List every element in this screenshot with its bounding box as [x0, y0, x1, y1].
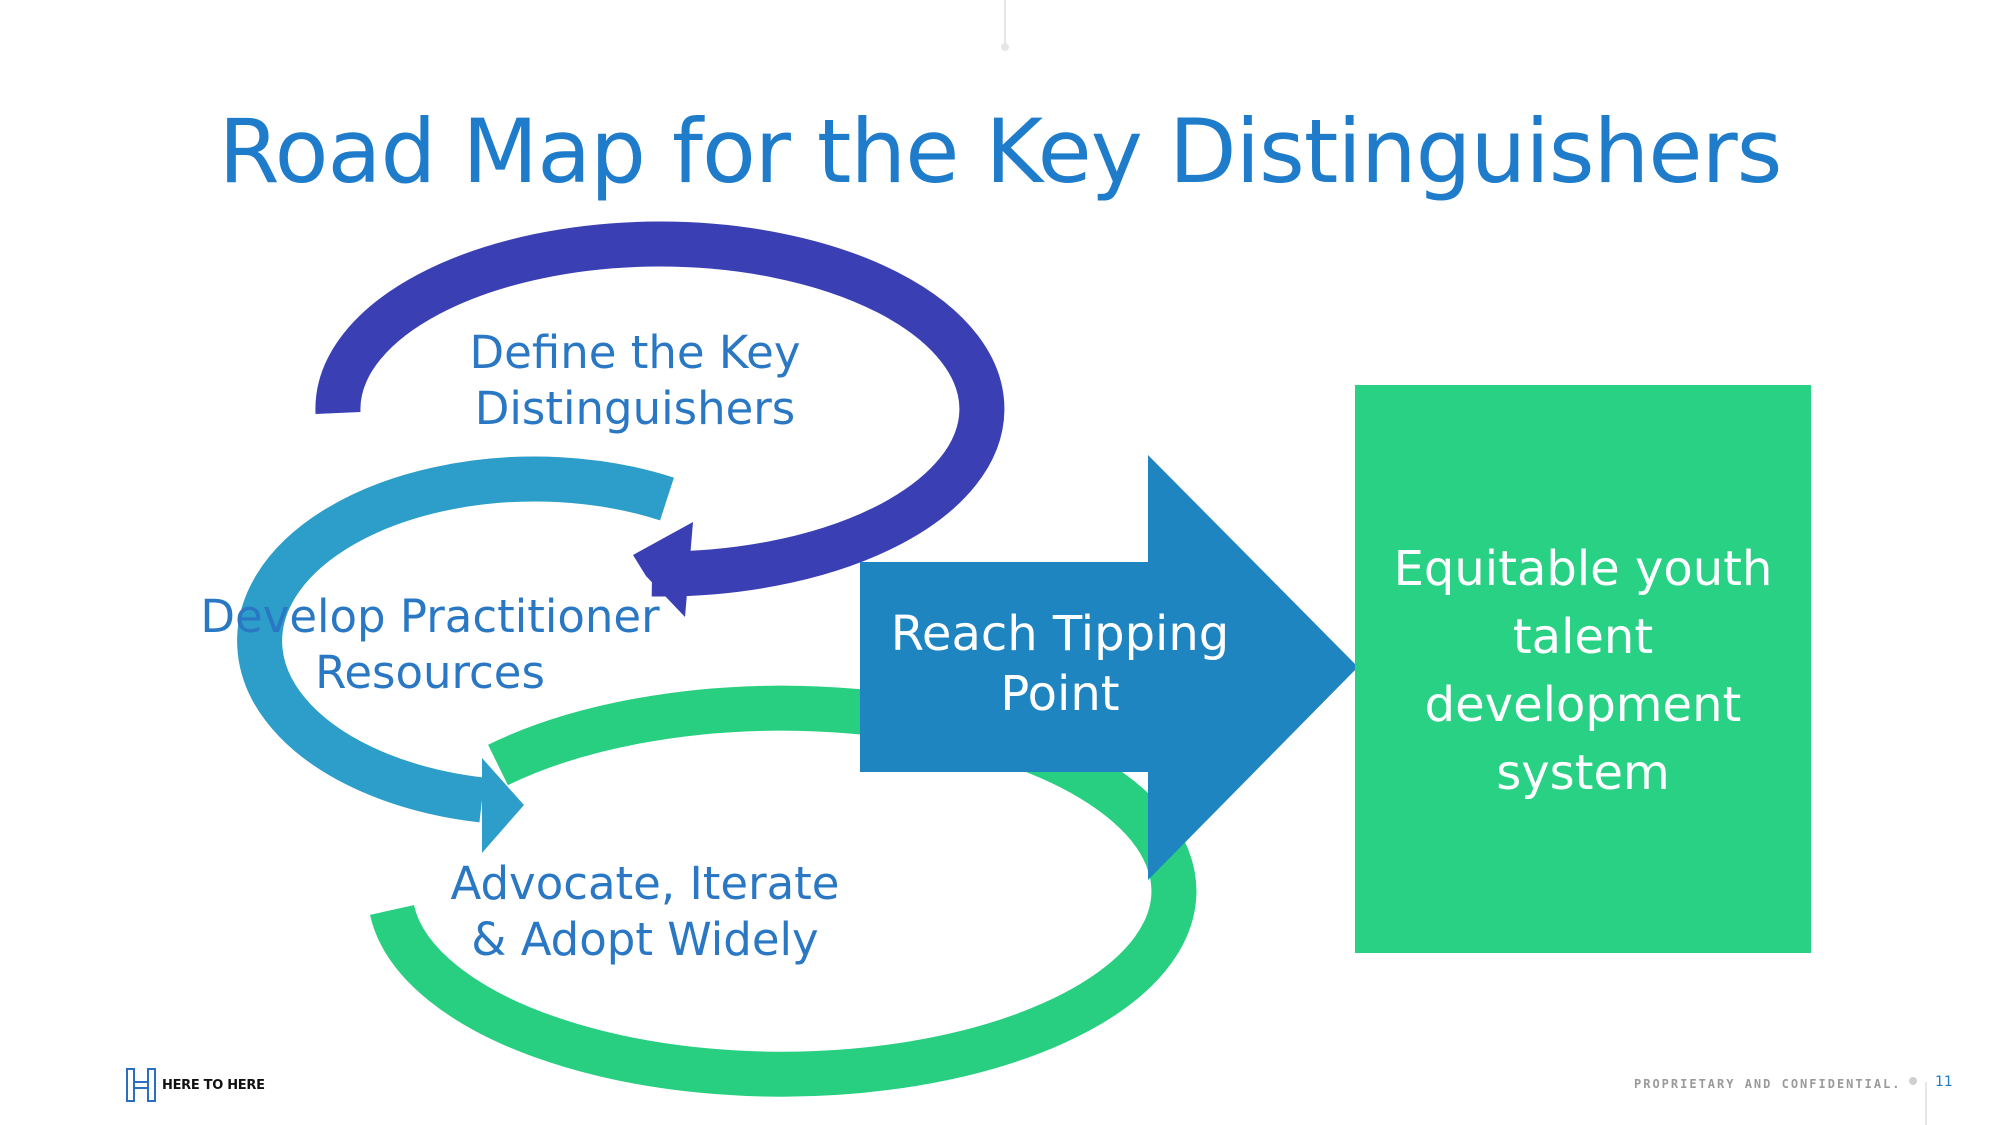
loop-define-label: Define the Key Distinguishers: [445, 325, 825, 437]
top-divider: [1004, 0, 1006, 44]
loop-advocate-arrow: [370, 685, 1197, 1097]
loop-define-label-line2: Distinguishers: [474, 381, 796, 435]
loop-advocate-label: Advocate, Iterate & Adopt Widely: [445, 856, 845, 968]
outcome-label-line4: system: [1496, 745, 1670, 802]
page-number: 11: [1935, 1074, 1953, 1090]
top-divider-dot: [1001, 43, 1009, 51]
outcome-label: Equitable youth talent development syste…: [1355, 535, 1811, 808]
loop-advocate-label-line1: Advocate, Iterate: [450, 857, 840, 910]
loop-develop-label-line2: Resources: [315, 645, 545, 699]
outcome-label-line2: talent: [1512, 609, 1654, 666]
loop-advocate-label-line2: & Adopt Widely: [471, 912, 819, 966]
outcome-label-line3: development: [1424, 677, 1742, 734]
loop-define-label-line1: Define the Key: [469, 326, 801, 379]
footer-divider: [1925, 1082, 1927, 1125]
page-title: Road Map for the Key Distinguishers: [218, 100, 1782, 203]
loop-develop-label: Develop Practitioner Resources: [190, 589, 670, 701]
confidential-notice: PROPRIETARY AND CONFIDENTIAL.: [1634, 1077, 1902, 1091]
tipping-point-arrow: [860, 455, 1358, 880]
loop-define-arrow: [315, 221, 1005, 617]
h-logo-icon: [126, 1068, 156, 1102]
tipping-point-label-line1: Reach Tipping: [890, 606, 1230, 662]
loop-develop-label-line1: Develop Practitioner: [200, 590, 660, 643]
tipping-point-label-line2: Point: [1000, 665, 1120, 722]
outcome-box: [1355, 385, 1811, 953]
footer-logo: HERE TO HERE: [126, 1068, 265, 1102]
outcome-label-line1: Equitable youth: [1393, 541, 1773, 597]
loop-develop-arrow: [237, 456, 674, 853]
footer-dot: [1909, 1077, 1917, 1085]
tipping-point-label: Reach Tipping Point: [880, 605, 1240, 724]
footer-brand: HERE TO HERE: [162, 1077, 265, 1093]
